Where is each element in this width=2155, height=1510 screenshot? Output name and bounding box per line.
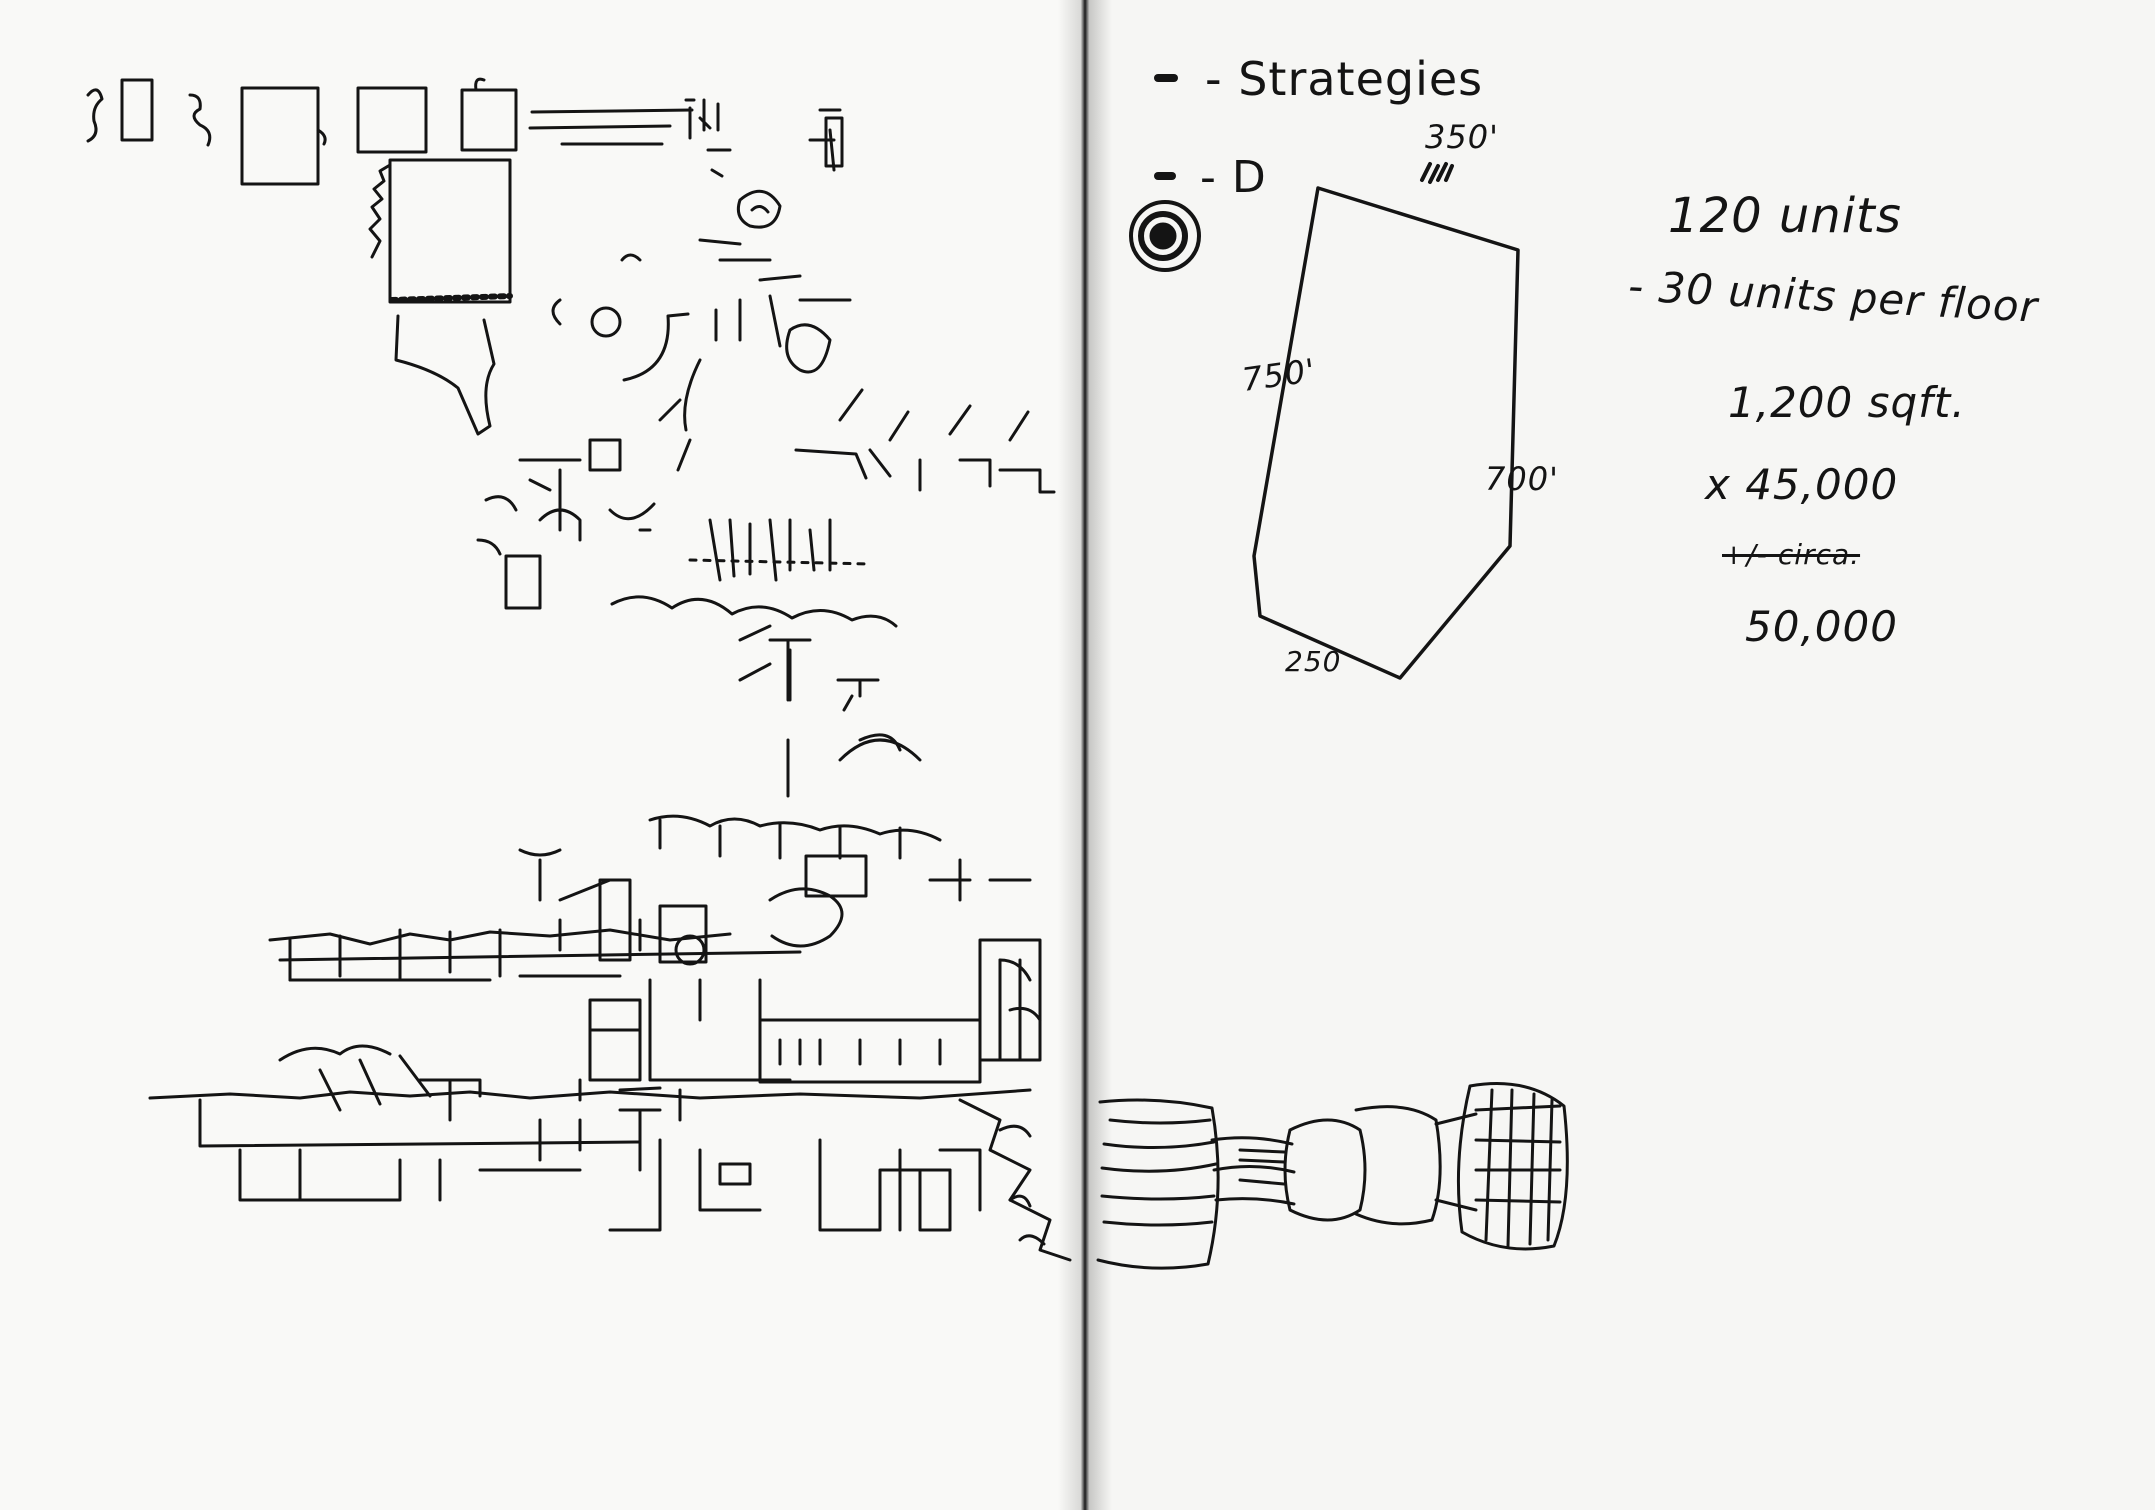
note-unit-area: 1,200 sqft. [1728,378,1966,427]
city-skyline-sketch [148,814,1072,1262]
note-units-total: 120 units [1668,188,1902,244]
top-thumbnail-boxes [86,77,518,304]
site-dimension-top: 350' [1425,118,1499,156]
strategies-heading: - Strategies [1205,52,1484,106]
site-plan-rectangle [1252,162,1520,680]
left-page [0,0,1085,1510]
site-dimension-right: 700' [1485,460,1559,498]
cylinder-tower-sketch [1096,1082,1569,1270]
bullet-d-label: - D [1200,152,1267,203]
note-multiplied-area: x 45,000 [1705,460,1899,509]
right-page [1085,0,2155,1510]
note-crossed-out: +/- circa. [1722,538,1861,571]
note-total-area: 50,000 [1745,602,1898,651]
abstract-map-sketch [394,98,1056,798]
site-dimension-bottom: 250 [1285,645,1342,678]
bullet-marks [1129,74,1201,272]
